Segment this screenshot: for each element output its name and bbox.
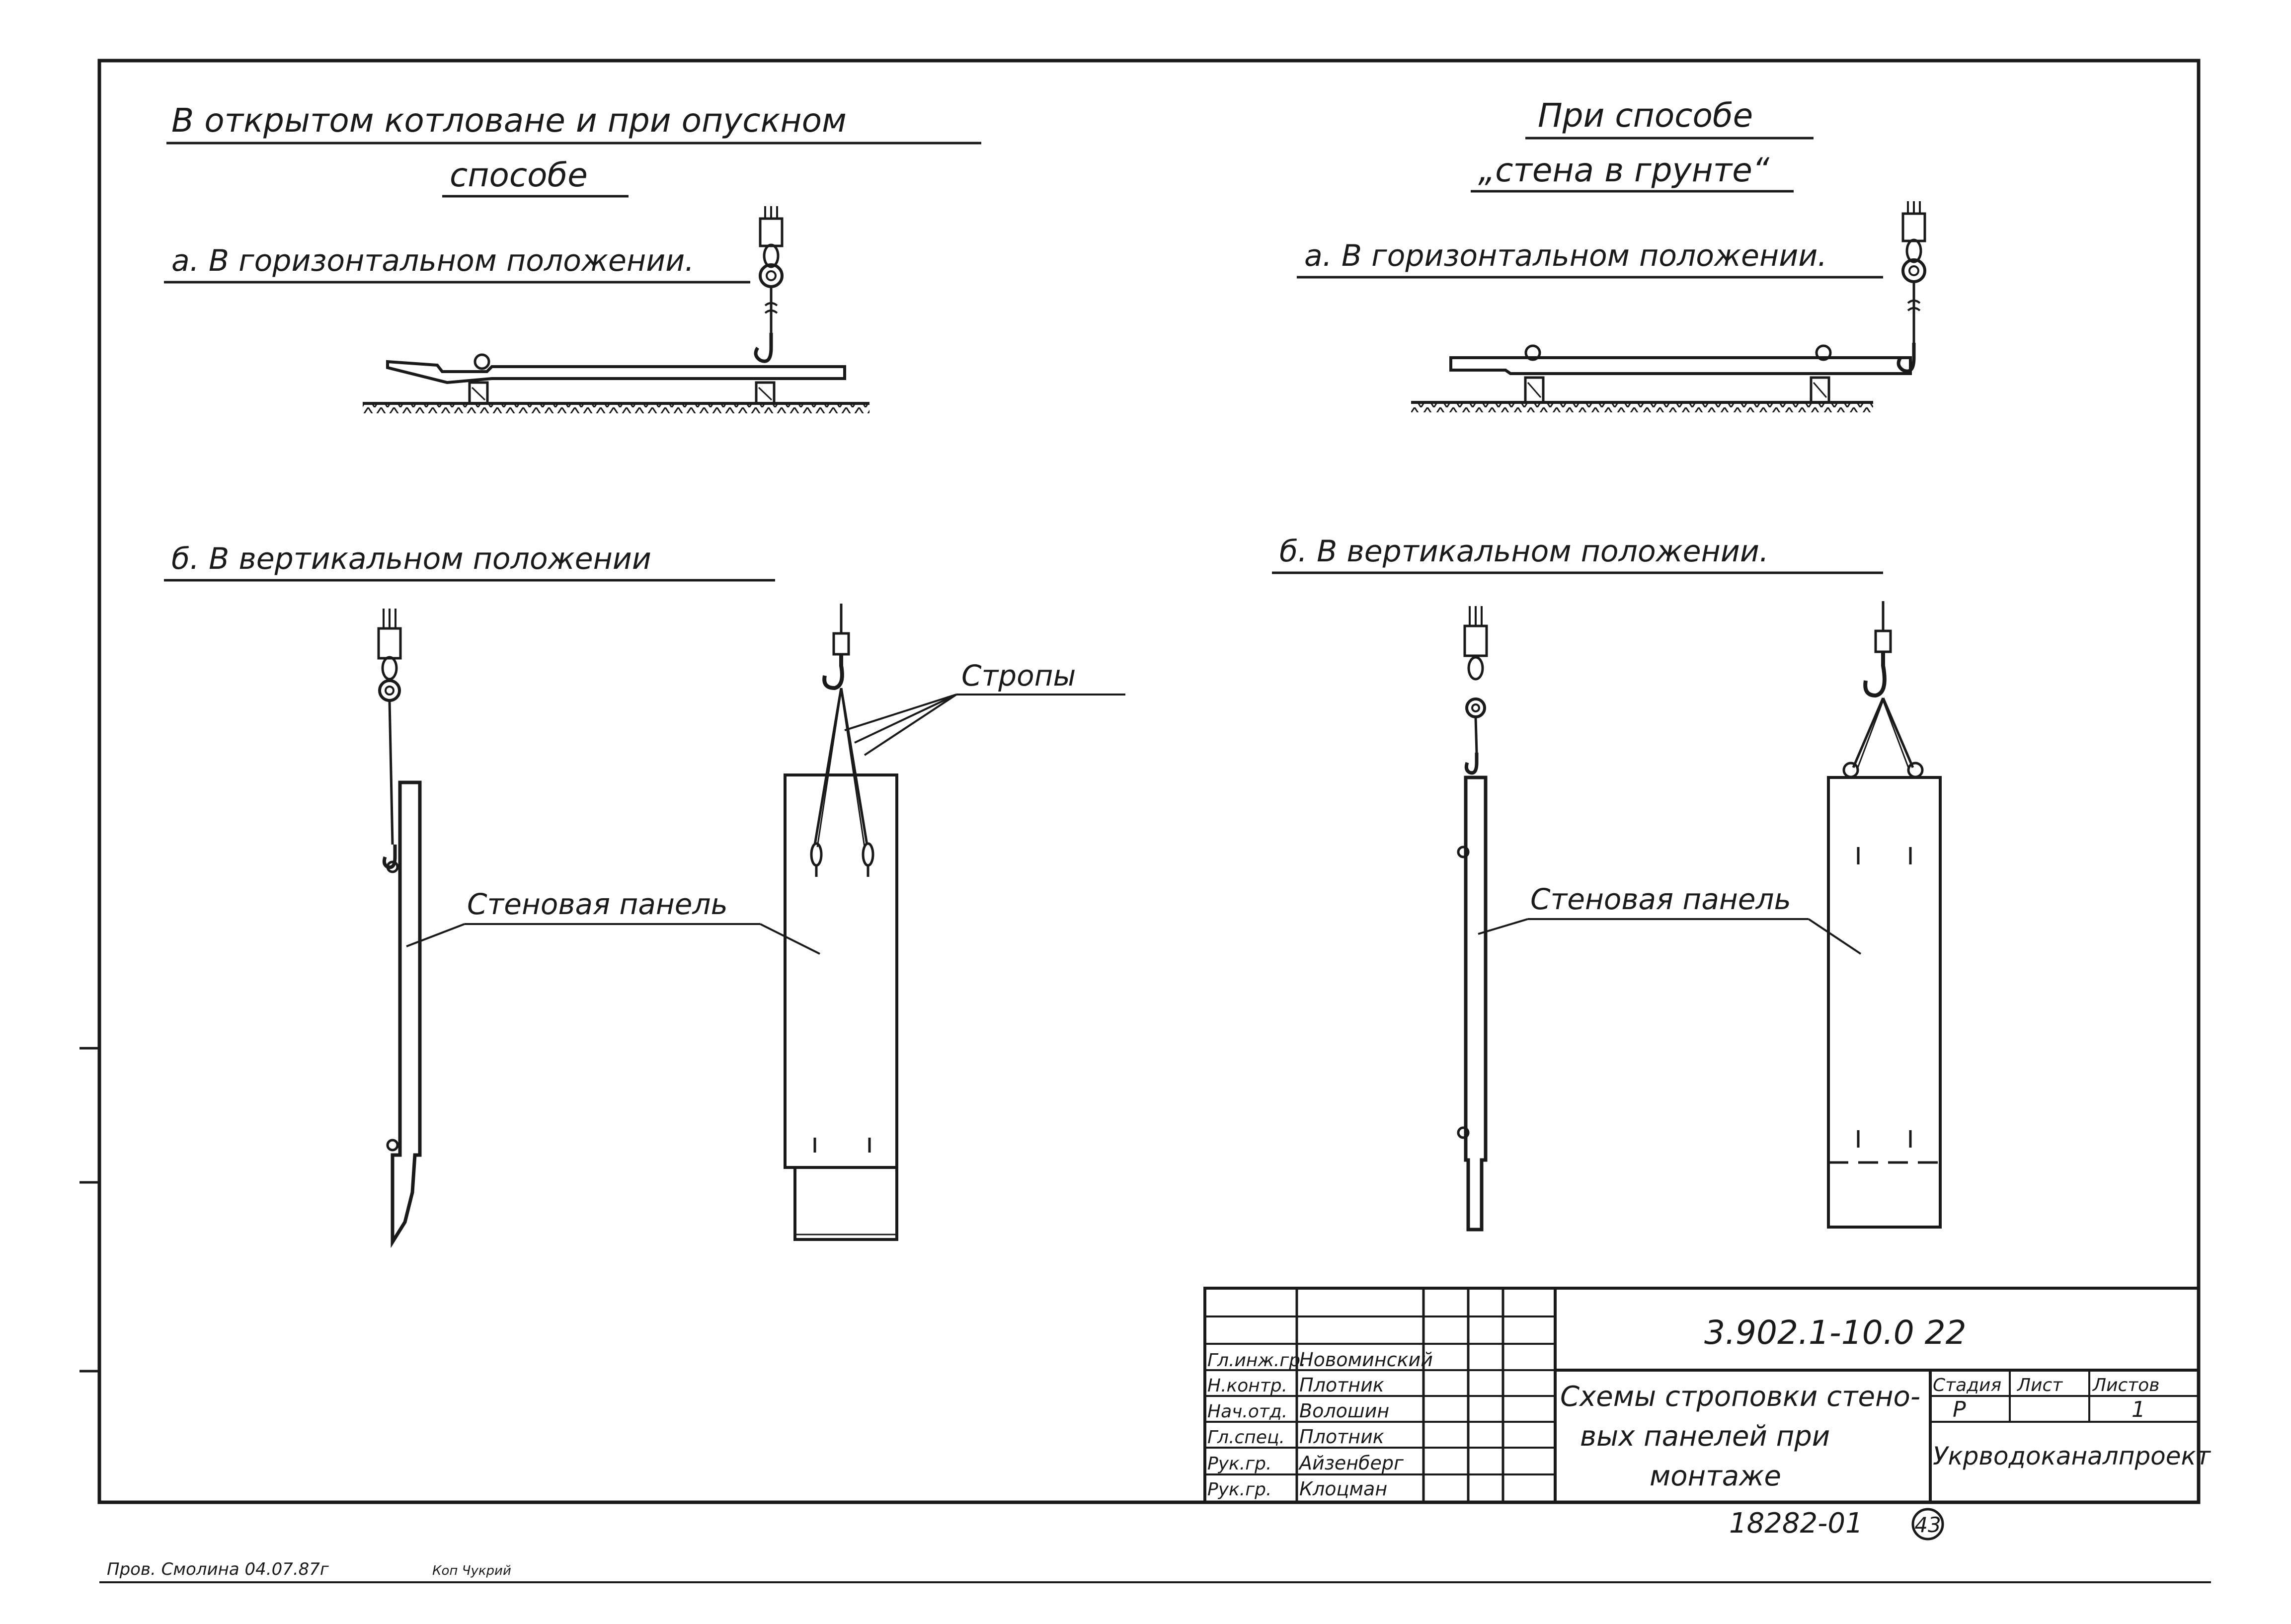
- staff-name: Плотник: [1299, 1374, 1384, 1396]
- ground-hatching: [363, 403, 869, 413]
- sheets-value: 1: [2132, 1397, 2145, 1422]
- drawing-title-line1: Схемы строповки стено-: [1560, 1381, 1920, 1413]
- crane-hook-icon: [1463, 606, 1488, 775]
- staff-role: Нач.отд.: [1207, 1401, 1287, 1422]
- crane-hook-icon: [1863, 601, 1892, 698]
- right-heading-line2: „стена в грунте“: [1478, 151, 1770, 189]
- left-horizontal-label: а. В горизонтальном положении.: [171, 243, 694, 278]
- stage-label: Стадия: [1933, 1375, 2001, 1395]
- sling-cable: [1882, 697, 1914, 768]
- crane-hook-icon: [377, 609, 402, 869]
- crane-hook-icon: [822, 604, 850, 691]
- sling-cable: [840, 688, 869, 845]
- sling-cable: [1852, 697, 1885, 768]
- staff-role: Рук.гр.: [1207, 1479, 1271, 1500]
- page-number: 43: [1914, 1513, 1941, 1537]
- sling-cable: [813, 688, 843, 845]
- ground-hatching: [1411, 402, 1873, 412]
- crane-hook-icon: [1896, 201, 1926, 373]
- wall-panel-callout-right: Стеновая панель: [1530, 882, 1791, 916]
- right-horizontal-figure: [1411, 201, 1926, 412]
- left-heading-line2: способе: [450, 156, 588, 194]
- staff-role: Гл.инж.гр.: [1207, 1350, 1306, 1371]
- drawing-title-line3: монтаже: [1650, 1460, 1781, 1492]
- sheets-label: Листов: [2092, 1375, 2159, 1395]
- staff-name: Новоминский: [1299, 1349, 1433, 1371]
- wall-panel-callout-left: Стеновая панель: [467, 887, 728, 921]
- order-number: 18282-01: [1729, 1507, 1863, 1540]
- wall-panel-horizontal: [386, 360, 846, 385]
- staff-role: Рук.гр.: [1207, 1454, 1271, 1474]
- left-vertical-front-figure: [784, 604, 898, 1241]
- sheet-frame: [79, 59, 2201, 1504]
- crane-hook-icon: [754, 206, 784, 363]
- left-heading-line1: В открытом котловане и при опускном: [171, 101, 847, 140]
- organization-name: Укрводоканалпроект: [1933, 1442, 2212, 1470]
- footer-checked-note: Пров. Смолина 04.07.87г: [107, 1559, 329, 1579]
- left-horizontal-figure: [363, 206, 869, 413]
- stage-value: Р: [1953, 1397, 1966, 1422]
- right-vertical-side-figure: [1457, 606, 1488, 1232]
- title-block: [1203, 1287, 2200, 1504]
- staff-name: Плотник: [1299, 1426, 1384, 1448]
- staff-name: Волошин: [1299, 1400, 1389, 1422]
- document-code: 3.902.1-10.0 22: [1704, 1314, 1967, 1352]
- page-number-circle: [1911, 1508, 1944, 1541]
- staff-role: Н.контр.: [1207, 1376, 1287, 1396]
- wall-panel-side: [1464, 775, 1488, 1232]
- left-vertical-side-figure: [377, 609, 422, 1248]
- footer-copied-note: Коп Чукрий: [432, 1563, 511, 1578]
- wall-panel-front: [1827, 776, 1942, 1229]
- staff-name: Клоцман: [1299, 1478, 1387, 1500]
- slings-callout: Стропы: [961, 659, 1076, 693]
- staff-role: Гл.спец.: [1207, 1427, 1285, 1448]
- left-vertical-label: б. В вертикальном положении: [171, 541, 651, 576]
- panel-lower-section: [793, 1166, 898, 1241]
- right-vertical-label: б. В вертикальном положении.: [1279, 534, 1769, 569]
- drawing-title-line2: вых панелей при: [1580, 1420, 1830, 1453]
- wall-panel-front: [784, 773, 898, 1169]
- sheet-label: Лист: [2016, 1375, 2063, 1395]
- staff-name: Айзенберг: [1298, 1452, 1404, 1474]
- right-vertical-front-figure: [1827, 601, 1942, 1229]
- right-horizontal-label: а. В горизонтальном положении.: [1304, 238, 1827, 273]
- wall-panel-side: [391, 780, 422, 1248]
- wall-panel-horizontal: [1449, 356, 1912, 375]
- right-heading-line1: При способе: [1538, 96, 1753, 135]
